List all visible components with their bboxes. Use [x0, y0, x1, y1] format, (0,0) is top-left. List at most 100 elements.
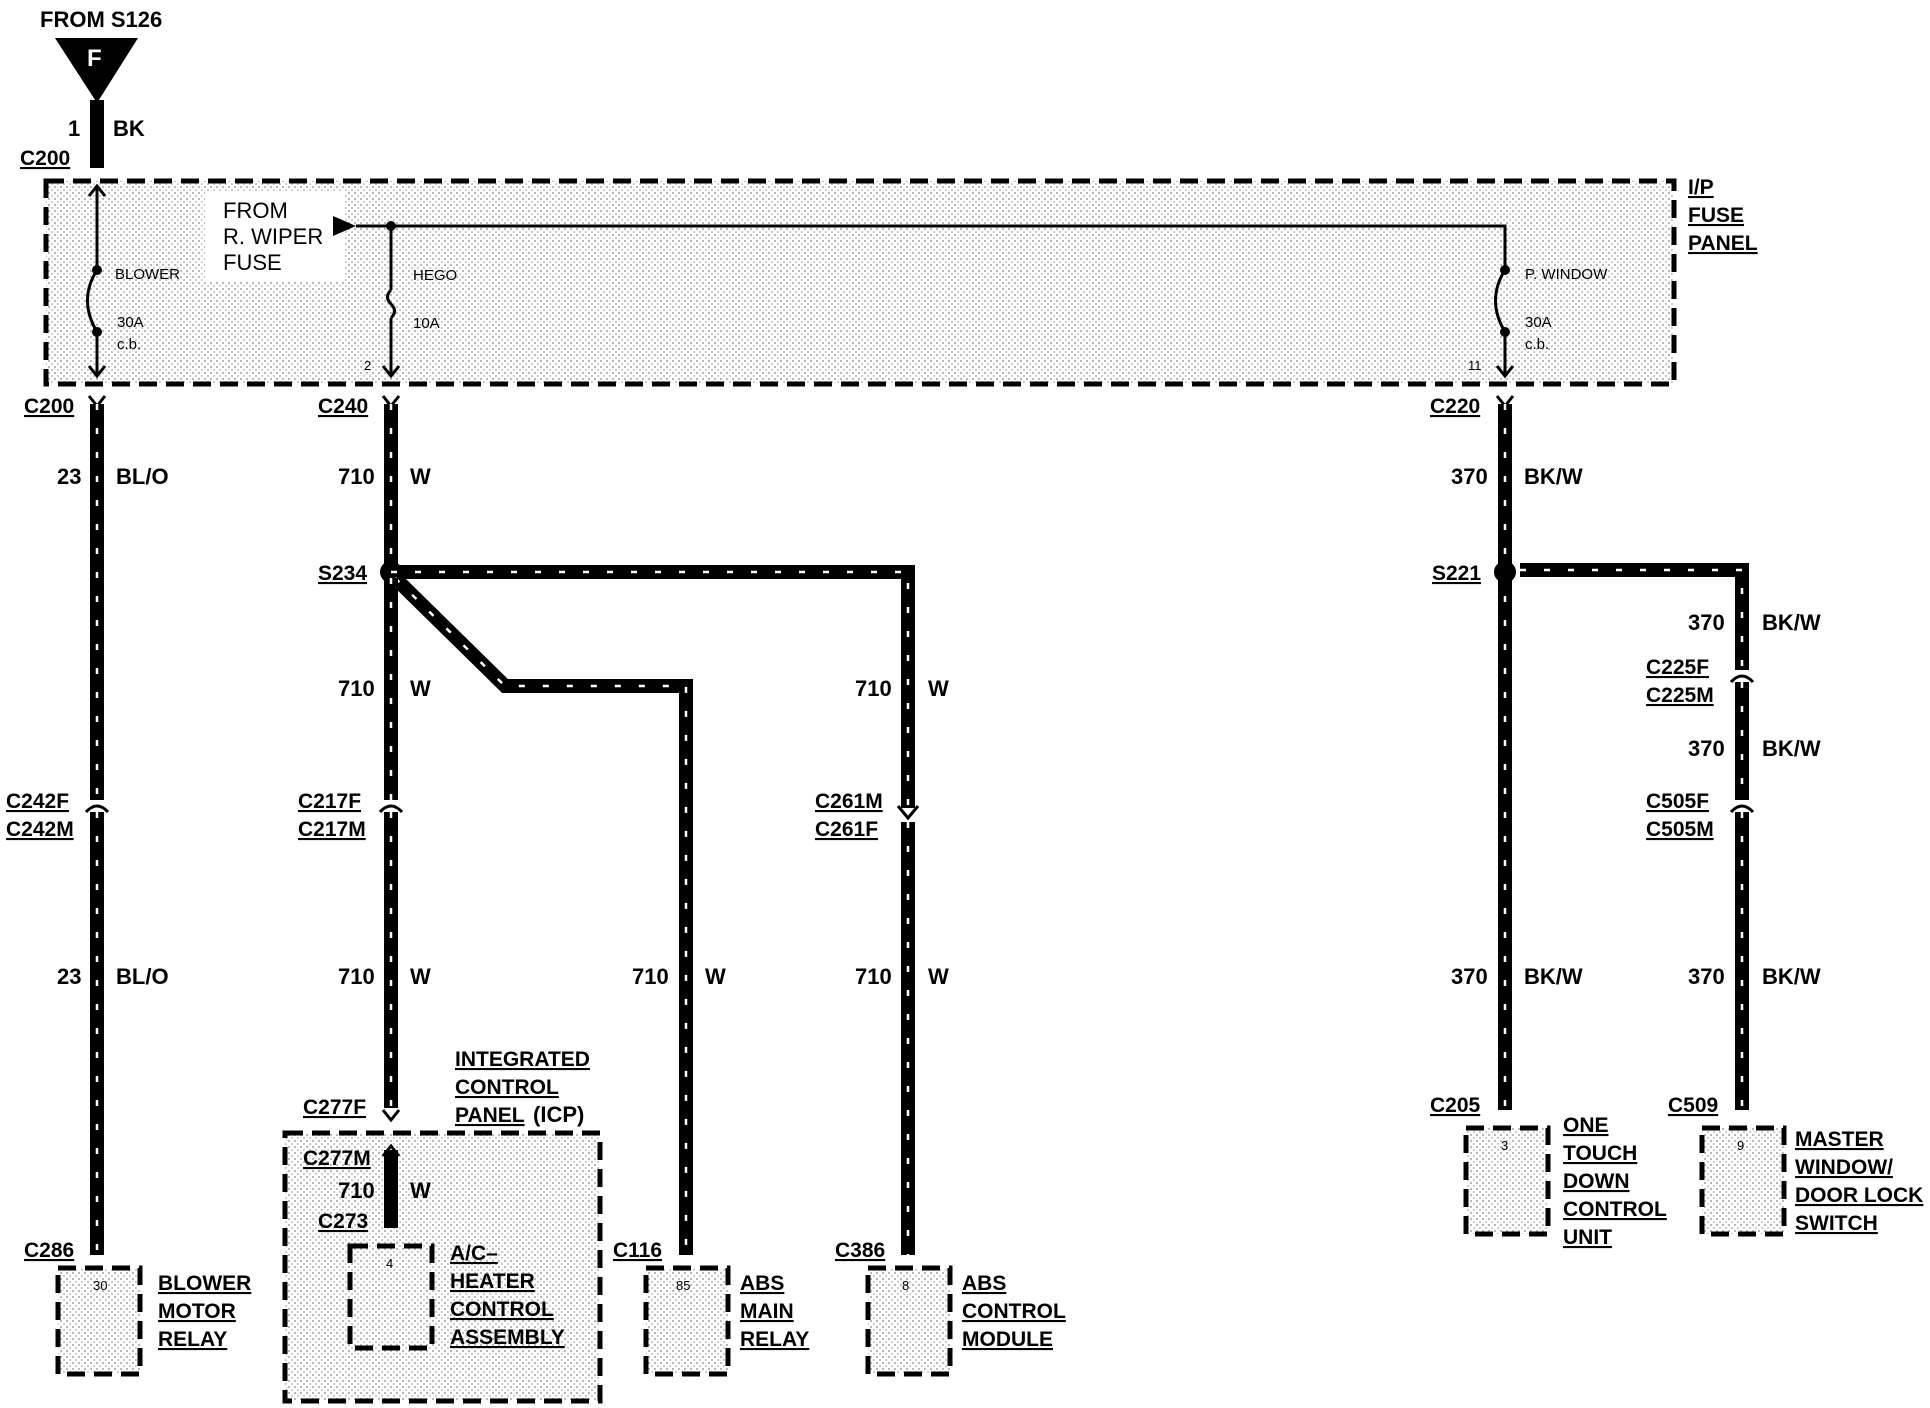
master-inline-b-terminal [1729, 804, 1755, 814]
icp-color-lower: W [410, 964, 431, 989]
abs-main-circuit: 710 [632, 964, 669, 989]
blower-circuit-breaker [86, 183, 107, 379]
icp-title-suffix: (ICP) [533, 1102, 584, 1127]
icp-inner-circuit: 710 [338, 1178, 375, 1203]
abs-module-color-lower: W [928, 964, 949, 989]
master-circuit-3: 370 [1688, 964, 1725, 989]
fuse-panel-label-2: FUSE [1688, 204, 1744, 227]
icp-title-3: PANEL [455, 1104, 525, 1127]
icp-color-upper: W [410, 676, 431, 701]
icp-connector-m: C277M [303, 1147, 371, 1170]
one-touch-component-1: ONE [1563, 1114, 1609, 1137]
master-component-4: SWITCH [1795, 1212, 1878, 1235]
ac-heater-component-4: ASSEMBLY [450, 1326, 565, 1349]
source-label: FROM S126 [40, 7, 162, 32]
master-inline-a-m: C225M [1646, 684, 1714, 707]
one-touch-down-box [1463, 1125, 1551, 1237]
one-touch-component-3: DOWN [1563, 1170, 1630, 1193]
master-color-1: BK/W [1762, 610, 1821, 635]
blower-end-connector: C286 [24, 1239, 74, 1262]
blower-cb-rating: 30A [117, 314, 144, 331]
ac-heater-control-box [347, 1243, 435, 1351]
master-end-connector: C509 [1668, 1094, 1718, 1117]
wiper-source-line-3: FUSE [223, 250, 282, 275]
splice-s221-label: S221 [1432, 562, 1481, 585]
hego-fuse-pin: 2 [364, 358, 371, 373]
window-circuit-breaker [1494, 265, 1515, 379]
wiper-source-line-1: FROM [223, 198, 288, 223]
one-touch-circuit: 370 [1451, 964, 1488, 989]
wiper-feed-arrow [333, 216, 356, 236]
master-inline-b-f: C505F [1646, 790, 1709, 813]
window-cb-type: c.b. [1525, 336, 1549, 353]
abs-module-inline-f: C261F [815, 818, 878, 841]
abs-main-component-3: RELAY [740, 1328, 809, 1351]
icp-connector-f: C277F [303, 1096, 366, 1119]
window-out-connector: C220 [1430, 395, 1480, 418]
hego-fuse [381, 226, 401, 379]
abs-module-inline-terminal [896, 805, 920, 821]
top-wire-color: BK [113, 116, 145, 141]
abs-main-component-2: MAIN [740, 1300, 794, 1323]
blower-inline-m: C242M [6, 818, 74, 841]
window-cb-rating: 30A [1525, 314, 1552, 331]
abs-main-component-1: ABS [740, 1272, 784, 1295]
blower-component-2: MOTOR [158, 1300, 236, 1323]
master-window-switch-box [1699, 1125, 1787, 1237]
top-circuit-number: 1 [68, 116, 80, 141]
abs-module-circuit-upper: 710 [855, 676, 892, 701]
abs-main-color: W [705, 964, 726, 989]
window-color-top: BK/W [1524, 464, 1583, 489]
fuse-panel-label-1: I/P [1688, 176, 1714, 199]
blower-cb-name: BLOWER [115, 266, 180, 283]
blower-circuit-lower: 23 [57, 964, 81, 989]
one-touch-component-5: UNIT [1563, 1226, 1612, 1249]
one-touch-component-4: CONTROL [1563, 1198, 1667, 1221]
icp-inline-f: C217F [298, 790, 361, 813]
icp-inline-m: C217M [298, 818, 366, 841]
splice-s221 [1494, 561, 1516, 583]
fuse-panel-label-3: PANEL [1688, 232, 1758, 255]
top-connector-label: C200 [20, 147, 70, 170]
master-inline-b-m: C505M [1646, 818, 1714, 841]
icp-title-2: CONTROL [455, 1076, 559, 1099]
blower-out-connector: C200 [24, 395, 74, 418]
source-letter: F [87, 45, 102, 72]
abs-module-circuit-lower: 710 [855, 964, 892, 989]
icp-inline-terminal [378, 804, 404, 814]
blower-inline-terminal [84, 804, 110, 814]
icp-circuit-upper: 710 [338, 676, 375, 701]
window-circuit-top: 370 [1451, 464, 1488, 489]
integrated-control-panel-box [282, 1130, 603, 1404]
blower-component-1: BLOWER [158, 1272, 251, 1295]
abs-module-pin: 8 [902, 1278, 909, 1293]
master-color-3: BK/W [1762, 964, 1821, 989]
ac-heater-component-3: CONTROL [450, 1298, 554, 1321]
master-pin: 9 [1737, 1138, 1744, 1153]
blower-motor-relay-box [55, 1265, 143, 1377]
source-connector-f: F [55, 38, 138, 103]
master-inline-a-terminal [1729, 674, 1755, 684]
window-cb-pin: 11 [1468, 358, 1482, 373]
master-component-1: MASTER [1795, 1128, 1884, 1151]
abs-module-component-1: ABS [962, 1272, 1006, 1295]
splice-s234-label: S234 [318, 562, 367, 585]
wiper-source-line-2: R. WIPER [223, 224, 323, 249]
blower-cb-type: c.b. [117, 336, 141, 353]
ac-heater-pin: 4 [386, 1256, 393, 1271]
master-component-3: DOOR LOCK [1795, 1184, 1923, 1207]
abs-main-end-connector: C116 [613, 1239, 662, 1262]
master-color-2: BK/W [1762, 736, 1821, 761]
ac-heater-component-1: A/C– [450, 1242, 498, 1265]
wiper-label-bg [205, 192, 345, 282]
abs-main-relay-box [643, 1265, 731, 1377]
abs-module-end-connector: C386 [835, 1239, 885, 1262]
ac-heater-component-2: HEATER [450, 1270, 535, 1293]
icp-inner-color: W [410, 1178, 431, 1203]
master-circuit-2: 370 [1688, 736, 1725, 761]
abs-module-color-upper: W [928, 676, 949, 701]
abs-main-pin: 85 [676, 1278, 690, 1293]
hego-color-top: W [410, 464, 431, 489]
icp-inner-connector: C273 [318, 1210, 368, 1233]
